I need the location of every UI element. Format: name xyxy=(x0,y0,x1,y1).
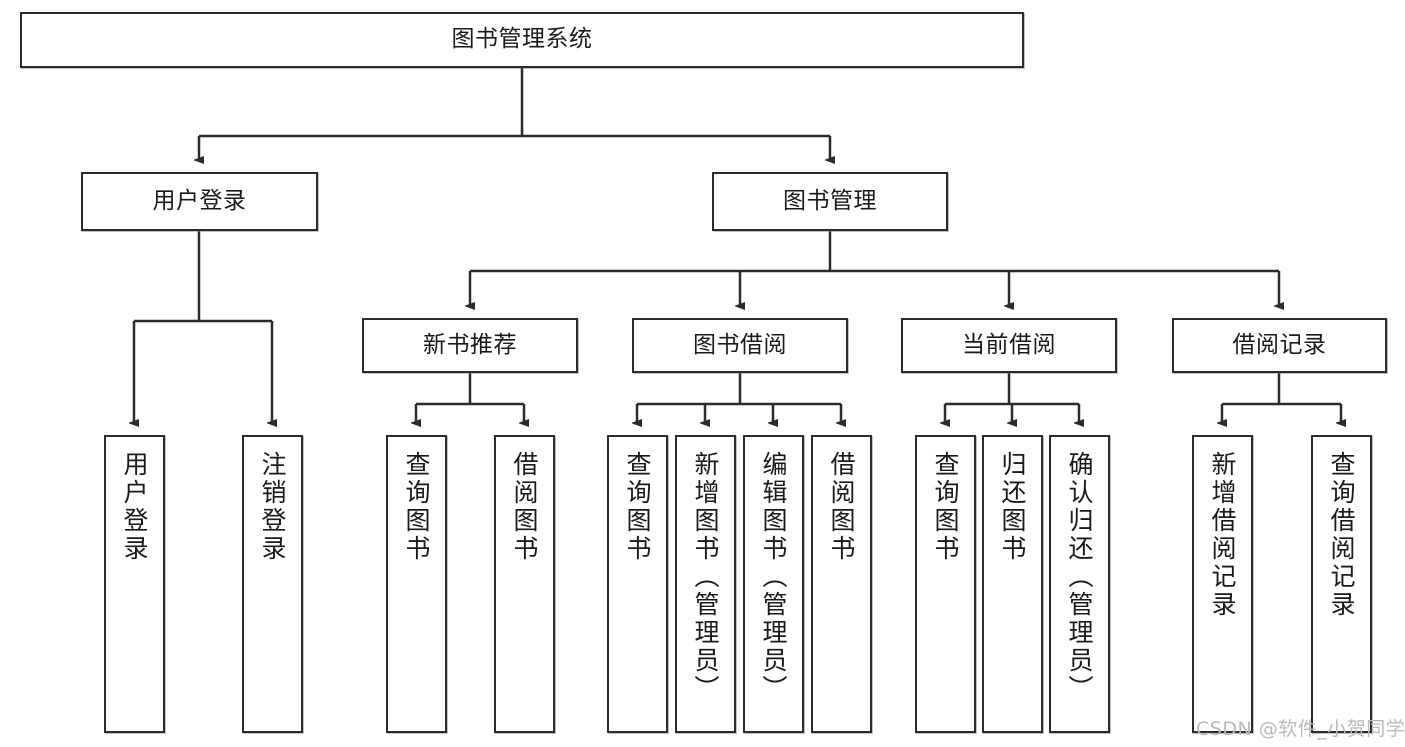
node-new-book-recommend[interactable]: 新书推荐 xyxy=(362,318,578,373)
node-user-login[interactable]: 用户登录 xyxy=(81,172,318,231)
node-label: 确认归还（管理员） xyxy=(1065,451,1094,703)
node-leaf-query-book-3[interactable]: 查询图书 xyxy=(915,435,976,733)
node-label: 新增借阅记录 xyxy=(1208,451,1237,619)
node-leaf-logout-login[interactable]: 注销登录 xyxy=(242,435,303,733)
node-leaf-add-book[interactable]: 新增图书（管理员） xyxy=(675,435,736,733)
node-leaf-borrow-book-2[interactable]: 借阅图书 xyxy=(811,435,872,733)
node-label: 借阅图书 xyxy=(827,451,856,563)
node-label: 查询图书 xyxy=(931,451,960,563)
csdn-watermark: CSDN @软件_小贺同学 xyxy=(1196,718,1405,740)
node-label: 注销登录 xyxy=(258,451,287,563)
node-label: 图书管理 xyxy=(783,187,877,214)
node-label: 图书借阅 xyxy=(693,331,787,358)
node-label: 当前借阅 xyxy=(962,331,1056,358)
node-label: 新增图书（管理员） xyxy=(691,451,720,703)
node-label: 借阅图书 xyxy=(510,451,539,563)
node-label: 查询图书 xyxy=(402,451,431,563)
node-leaf-user-login[interactable]: 用户登录 xyxy=(104,435,165,733)
node-label: 用户登录 xyxy=(120,451,149,563)
node-borrow-record[interactable]: 借阅记录 xyxy=(1172,318,1387,373)
node-leaf-query-book-1[interactable]: 查询图书 xyxy=(386,435,447,733)
node-label: 借阅记录 xyxy=(1232,331,1327,358)
node-book-borrow[interactable]: 图书借阅 xyxy=(632,318,848,373)
node-leaf-borrow-book-1[interactable]: 借阅图书 xyxy=(494,435,555,733)
node-current-borrow[interactable]: 当前借阅 xyxy=(901,318,1117,373)
node-leaf-query-book-2[interactable]: 查询图书 xyxy=(607,435,668,733)
node-label: 归还图书 xyxy=(998,451,1027,563)
node-label: 用户登录 xyxy=(152,187,247,214)
node-label: 查询借阅记录 xyxy=(1327,451,1356,619)
node-book-management[interactable]: 图书管理 xyxy=(712,172,948,231)
node-leaf-confirm-return[interactable]: 确认归还（管理员） xyxy=(1049,435,1110,733)
node-leaf-add-record[interactable]: 新增借阅记录 xyxy=(1192,435,1253,733)
node-label: 编辑图书（管理员） xyxy=(759,451,788,703)
node-label: 新书推荐 xyxy=(423,331,517,358)
node-label: 图书管理系统 xyxy=(451,26,593,53)
node-leaf-query-record[interactable]: 查询借阅记录 xyxy=(1311,435,1372,733)
node-leaf-return-book[interactable]: 归还图书 xyxy=(982,435,1043,733)
node-leaf-edit-book[interactable]: 编辑图书（管理员） xyxy=(743,435,804,733)
node-label: 查询图书 xyxy=(623,451,652,563)
node-book-management-system[interactable]: 图书管理系统 xyxy=(20,12,1024,68)
